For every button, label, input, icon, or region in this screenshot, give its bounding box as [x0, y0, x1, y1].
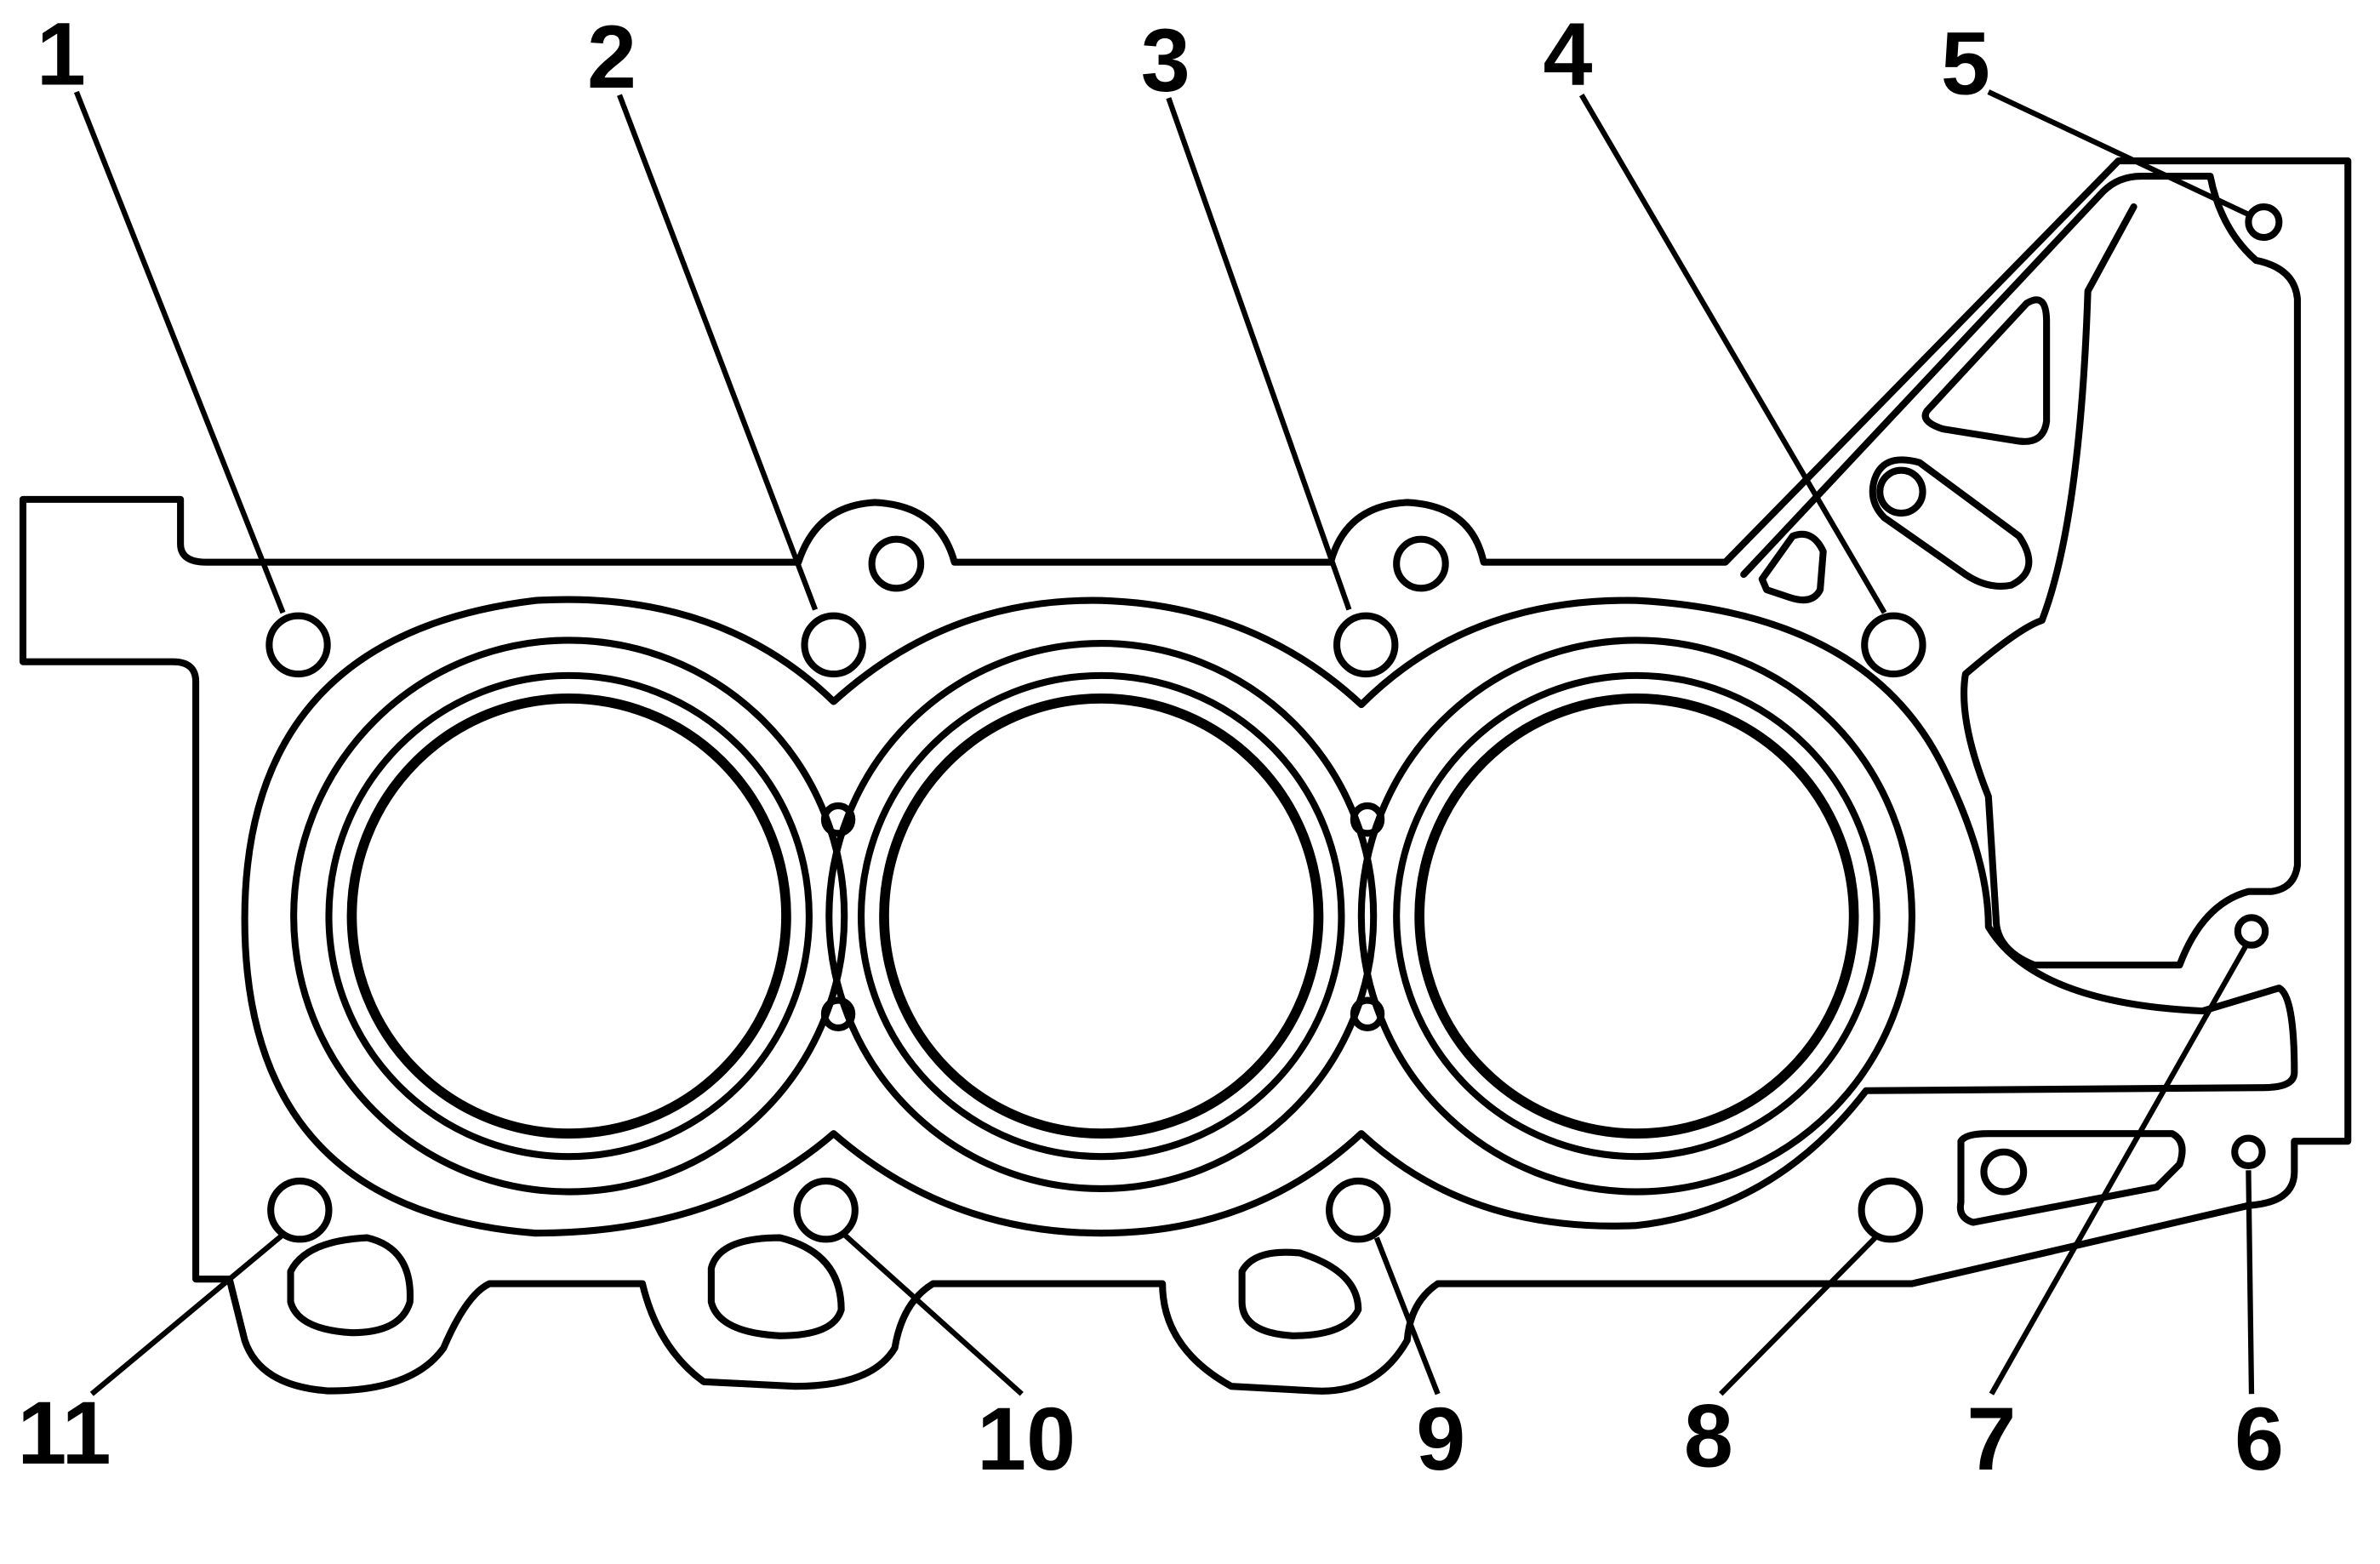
bridge-notch — [1350, 996, 1385, 1031]
callout-label-1: 1 — [37, 6, 86, 105]
bolt-hole-11 — [267, 1177, 333, 1243]
callout-label-7: 7 — [1966, 1390, 2016, 1489]
coolant-passage — [1758, 530, 1827, 604]
bolt-hole-2 — [801, 612, 866, 678]
bolt-hole-8 — [1858, 1177, 1923, 1243]
leader-line-6 — [2246, 1170, 2255, 1395]
coolant-passage — [287, 1234, 414, 1337]
bolt-hole-10 — [793, 1177, 859, 1243]
leader-line-2 — [617, 94, 819, 611]
callout-label-6: 6 — [2234, 1390, 2284, 1489]
coolant-passage — [1956, 1130, 2186, 1226]
bolt-hole-4 — [1861, 612, 1926, 678]
callout-label-3: 3 — [1141, 12, 1190, 111]
bolt-hole-5 — [2245, 203, 2283, 242]
leader-line-5 — [1987, 89, 2250, 217]
bolt-hole-1 — [265, 612, 331, 678]
callout-label-11: 11 — [17, 1384, 111, 1483]
cylinder-bore-1 — [290, 636, 848, 1196]
leader-line-10 — [842, 1232, 1024, 1396]
coolant-passage — [1869, 456, 2033, 590]
bolt-hole-3 — [1333, 612, 1399, 678]
dowel-hole — [1980, 1148, 2028, 1196]
callout-label-4: 4 — [1544, 6, 1593, 105]
coolant-passage — [1921, 296, 2051, 445]
dowel-hole — [1876, 466, 1926, 517]
coolant-passage — [707, 1234, 845, 1339]
coolant-passage — [1238, 1248, 1362, 1339]
callout-label-5: 5 — [1941, 14, 1990, 113]
leader-line-1 — [73, 90, 286, 614]
chamber-bead — [241, 596, 2298, 1237]
callout-label-10: 10 — [977, 1390, 1076, 1489]
leader-line-4 — [1578, 94, 1887, 614]
bridge-notch — [820, 802, 856, 837]
cylinder-bore-3 — [1357, 636, 1915, 1196]
callout-label-8: 8 — [1684, 1387, 1733, 1486]
bolt-hole-6 — [2231, 1134, 2266, 1169]
leader-line-8 — [1719, 1236, 1878, 1396]
gasket-outline — [19, 157, 2352, 1395]
leader-line-3 — [1166, 97, 1352, 611]
leader-line-11 — [89, 1232, 285, 1396]
dowel-hole — [1393, 535, 1449, 592]
leader-line-7 — [1989, 945, 2248, 1396]
bolt-hole-7 — [2234, 914, 2269, 949]
cylinder-bore-2 — [825, 640, 1378, 1193]
callout-label-2: 2 — [587, 9, 636, 107]
bridge-notch — [820, 996, 856, 1031]
bolt-hole-9 — [1326, 1177, 1391, 1243]
dowel-hole — [868, 535, 925, 592]
leader-line-9 — [1373, 1236, 1441, 1396]
bridge-notch — [1350, 802, 1385, 837]
right-bead — [1740, 172, 2301, 969]
callout-label-9: 9 — [1416, 1390, 1465, 1489]
